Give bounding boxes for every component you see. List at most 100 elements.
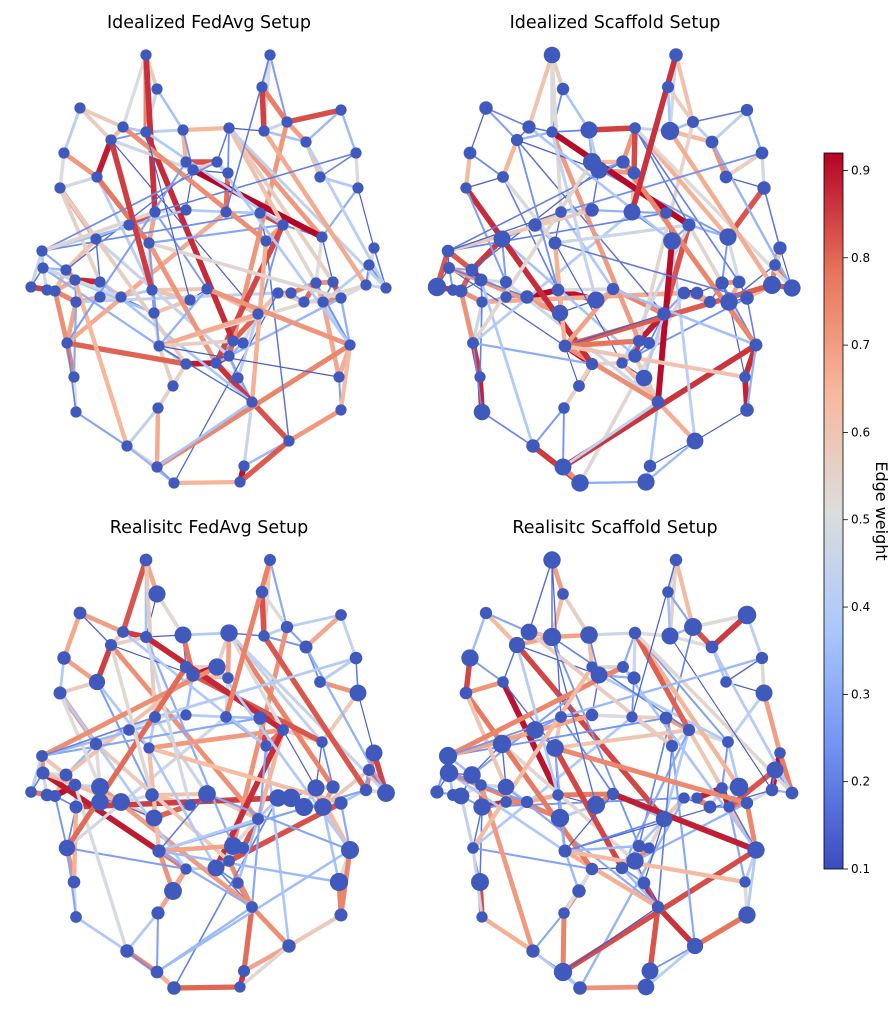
- graph-edge: [447, 771, 529, 804]
- graph-edge: [41, 212, 261, 252]
- graph-node: [223, 122, 235, 134]
- graph-node: [558, 844, 572, 858]
- graph-node: [661, 627, 679, 645]
- graph-edge: [190, 167, 325, 240]
- graph-node: [500, 796, 512, 808]
- graph-node: [626, 852, 644, 870]
- graph-edge: [655, 238, 675, 405]
- graph-node: [143, 237, 155, 249]
- graph-node: [586, 795, 606, 815]
- graph-edge: [321, 741, 334, 788]
- graph-edge: [559, 656, 764, 719]
- graph-edge: [662, 728, 691, 821]
- graph-node: [115, 291, 127, 303]
- graph-node: [558, 402, 570, 414]
- graph-node: [543, 46, 561, 64]
- graph-edge: [249, 399, 292, 444]
- graph-edge: [563, 849, 581, 893]
- panel-title: Realisitc FedAvg Setup: [110, 518, 309, 538]
- graph-node: [300, 136, 312, 148]
- graph-node: [774, 747, 786, 759]
- graph-node: [143, 742, 155, 754]
- graph-edge: [448, 267, 528, 298]
- graph-edge: [150, 287, 209, 292]
- graph-node: [380, 282, 392, 294]
- graph-node: [686, 432, 704, 450]
- graph-edge: [261, 128, 369, 288]
- graph-node: [463, 766, 481, 784]
- graph-node: [684, 618, 702, 636]
- graph-edge: [145, 131, 191, 301]
- graph-node: [585, 357, 599, 371]
- graph-node: [368, 242, 380, 254]
- graph-edge: [62, 106, 82, 155]
- graph-edge: [552, 727, 692, 751]
- graph-edge: [74, 915, 129, 953]
- colorbar-tick-label: 0.6: [851, 425, 870, 439]
- graph-edge: [562, 848, 748, 885]
- graph-edge: [611, 287, 758, 347]
- graph-edge: [158, 793, 208, 852]
- graph-node: [180, 863, 192, 875]
- graph-node: [580, 626, 598, 644]
- graph-edge: [637, 120, 695, 343]
- graph-node: [467, 337, 479, 349]
- graph-node: [615, 861, 629, 875]
- graph-edge: [470, 664, 595, 851]
- graph-edge: [284, 107, 344, 125]
- graph-node: [220, 206, 232, 218]
- graph-edge: [120, 124, 269, 244]
- graph-edge: [559, 210, 615, 291]
- graph-edge: [228, 127, 265, 132]
- graph-edge: [634, 127, 690, 226]
- graph-node: [148, 585, 166, 603]
- graph-edge: [72, 300, 78, 379]
- graph-node: [522, 120, 536, 134]
- graph-edge: [620, 159, 759, 348]
- graph-node: [738, 906, 756, 924]
- graph-edge: [153, 656, 358, 719]
- graph-edge: [532, 407, 565, 447]
- graph-node: [117, 626, 129, 638]
- graph-node: [234, 476, 246, 488]
- graph-edge: [64, 299, 79, 346]
- graph-edge: [724, 151, 764, 179]
- graph-edge: [58, 175, 99, 190]
- graph-node: [67, 875, 81, 889]
- graph-edge: [610, 791, 759, 853]
- node-layer: [430, 551, 799, 996]
- graph-node: [669, 48, 683, 62]
- graph-node: [201, 283, 213, 295]
- graph-edge: [761, 690, 783, 756]
- graph-node: [773, 241, 787, 255]
- graph-edge: [227, 631, 285, 732]
- graph-edge: [673, 52, 696, 125]
- graph-node: [580, 121, 598, 139]
- graph-node: [715, 276, 729, 290]
- graph-node: [105, 134, 117, 146]
- graph-edge: [644, 439, 697, 484]
- colorbar-tick-label: 0.8: [851, 251, 870, 265]
- graph-edge: [95, 175, 154, 292]
- graph-edge: [157, 849, 341, 884]
- graph-node: [295, 798, 313, 816]
- graph-edge: [54, 795, 68, 849]
- graph-node: [555, 711, 567, 723]
- graph-edge: [655, 399, 698, 444]
- graph-node: [554, 458, 572, 476]
- graph-edge: [471, 300, 484, 345]
- graph-edge: [500, 679, 561, 798]
- graph-edge: [531, 911, 566, 953]
- graph-node: [314, 798, 332, 816]
- graph-edge: [259, 84, 267, 134]
- graph-edge: [94, 237, 231, 358]
- graph-edge: [94, 137, 114, 180]
- graph-edge: [41, 266, 123, 299]
- graph-node: [755, 684, 773, 702]
- graph-node: [655, 810, 673, 828]
- graph-node: [316, 231, 328, 243]
- graph-node: [499, 275, 513, 289]
- node-layer: [25, 49, 392, 489]
- graph-node: [74, 102, 86, 114]
- graph-edge: [632, 630, 742, 790]
